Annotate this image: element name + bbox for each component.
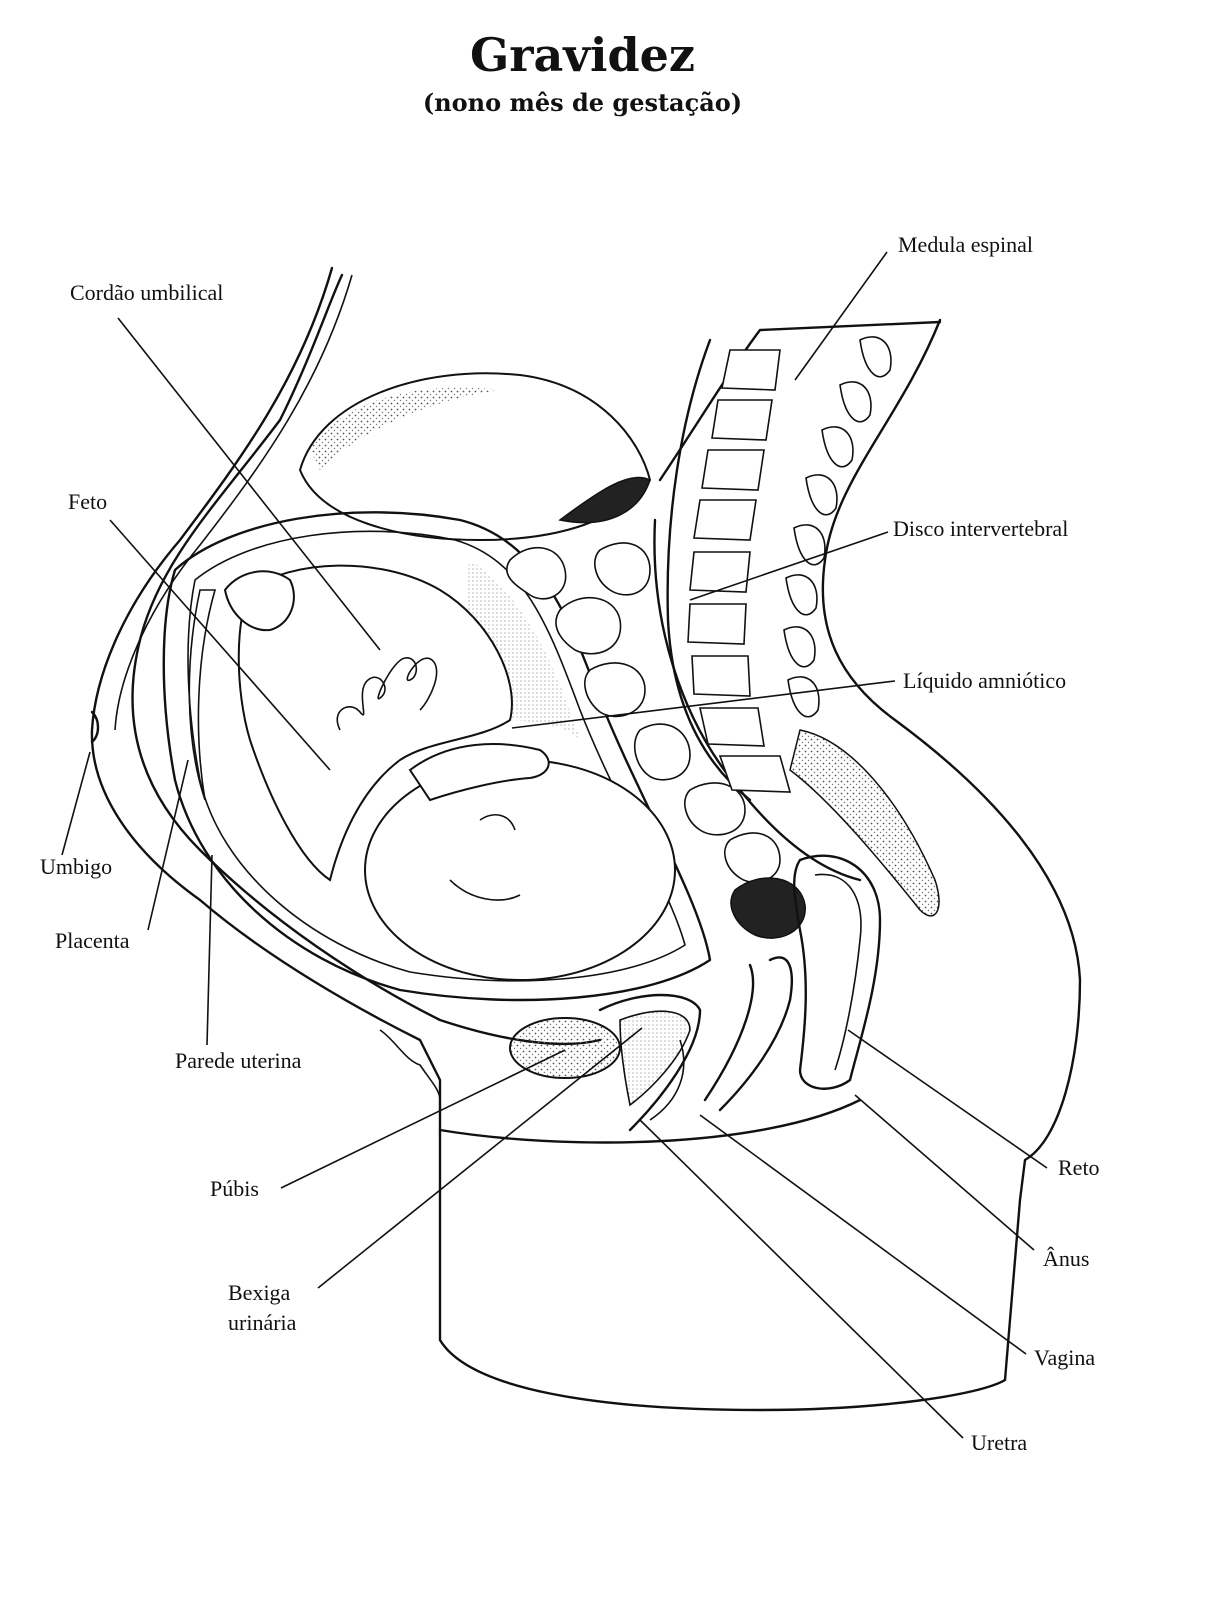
vagina <box>718 956 793 1112</box>
skin-inner-line <box>114 274 353 731</box>
intestines <box>506 542 781 884</box>
label-liquido-amniotico: Líquido amniótico <box>903 668 1067 693</box>
label-parede-uterina: Parede uterina <box>175 1048 302 1073</box>
placenta <box>188 589 217 801</box>
abdominal-wall <box>131 273 602 1046</box>
spinous-processes <box>783 336 892 718</box>
dark-cavity <box>558 476 651 524</box>
urethra <box>649 1039 685 1121</box>
label-cordao-umbilical: Cordão umbilical <box>70 280 224 305</box>
pubic-hair <box>379 1029 441 1101</box>
spine-front <box>658 320 942 482</box>
vertebrae <box>687 349 792 793</box>
uterus-outer <box>162 511 712 1002</box>
diagram-subtitle: (nono mês de gestação) <box>422 88 743 117</box>
rectum <box>793 854 882 1090</box>
navel <box>90 710 100 744</box>
hip-line <box>438 1098 862 1144</box>
label-urinaria: urinária <box>228 1310 297 1335</box>
label-anus: Ânus <box>1043 1246 1090 1271</box>
label-feto: Feto <box>68 489 108 514</box>
leader-lines <box>61 251 1048 1439</box>
fetus-body <box>237 564 513 882</box>
diagram-title: Gravidez <box>469 28 696 82</box>
label-bexiga: Bexiga <box>228 1280 291 1305</box>
label-disco-intervertebral: Disco intervertebral <box>893 516 1069 541</box>
label-uretra: Uretra <box>971 1430 1028 1455</box>
label-pubis: Púbis <box>210 1176 259 1201</box>
label-reto: Reto <box>1058 1155 1100 1180</box>
fetus-hand <box>408 743 550 802</box>
label-vagina: Vagina <box>1034 1345 1096 1370</box>
umbilical-cord <box>336 657 438 731</box>
rectal-mass <box>730 877 806 939</box>
body-outline <box>90 266 1082 1412</box>
fetus-foot <box>223 570 295 632</box>
label-medula-espinal: Medula espinal <box>898 232 1034 257</box>
label-placenta: Placenta <box>55 928 130 953</box>
sacrum <box>789 729 940 917</box>
bladder <box>598 993 702 1132</box>
fetus-head <box>364 759 676 981</box>
label-umbigo: Umbigo <box>40 854 113 879</box>
